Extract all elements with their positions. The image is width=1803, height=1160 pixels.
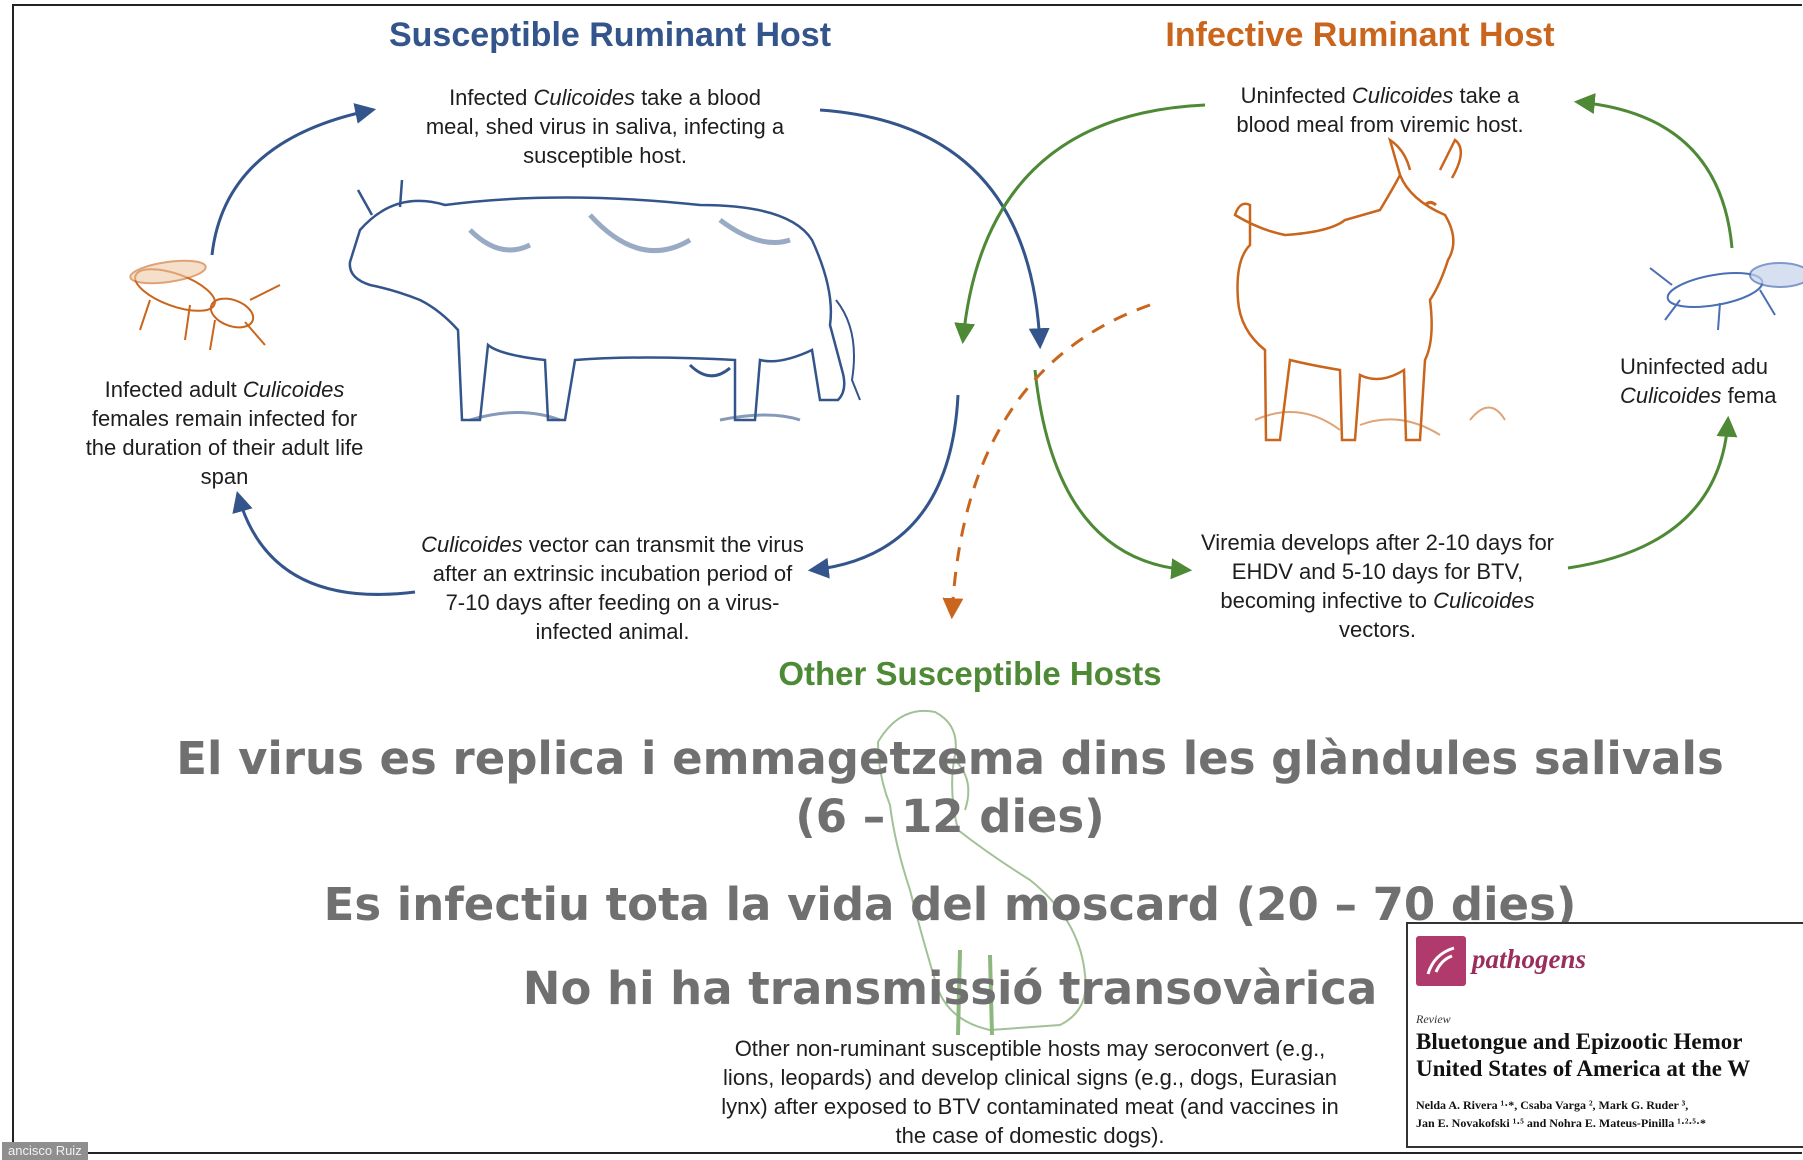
paper-title: Bluetongue and Epizootic Hemor United St…	[1416, 1029, 1751, 1081]
article-type: Review	[1416, 1012, 1451, 1026]
arrow-cow-to-center	[819, 108, 1050, 350]
overlay-line-transovarial: No hi ha transmissió transovàrica	[522, 962, 1378, 1015]
journal-name: pathogens	[1472, 944, 1587, 974]
arrow-center-to-viremia	[1033, 369, 1193, 580]
overlay-line-lifelong: Es infectiu tota la vida del moscard (20…	[323, 878, 1577, 931]
paper-reference-card: pathogens Review Bluetongue and Epizooti…	[1406, 922, 1803, 1148]
caption-uninfected-blood-meal: Uninfected Culicoides take a blood meal …	[1236, 83, 1524, 137]
caption-infected-blood-meal: Infected Culicoides take a blood meal, s…	[425, 85, 785, 168]
arrow-caption-to-fly	[232, 490, 416, 596]
caption-viremia: Viremia develops after 2-10 days for EHD…	[1201, 530, 1554, 642]
infective-host-title: Infective Ruminant Host	[1165, 16, 1555, 54]
caption-other-hosts: Other non-ruminant susceptible hosts may…	[721, 1036, 1339, 1148]
arrow-top-to-center-green	[954, 103, 1206, 345]
cow-illustration	[348, 179, 861, 422]
uninfected-culicoides-illustration	[1649, 262, 1803, 331]
dog-illustration	[876, 709, 1087, 1036]
paper-authors: Nelda A. Rivera ¹·*, Csaba Varga ², Mark…	[1416, 1098, 1707, 1130]
pathogens-logo-icon	[1416, 936, 1466, 986]
speaker-name-label: ancisco Ruiz	[2, 1142, 88, 1160]
caption-infected-adult: Infected adult Culicoides females remain…	[85, 377, 364, 489]
arrow-fly-to-cow	[210, 103, 377, 256]
arrow-center-to-vector-caption	[807, 394, 960, 579]
susceptible-host-title: Susceptible Ruminant Host	[388, 16, 832, 54]
overlay-line-replication: El virus es replica i emmagetzema dins l…	[176, 732, 1724, 843]
deer-illustration	[1233, 137, 1506, 442]
infected-culicoides-illustration	[129, 259, 281, 351]
caption-extrinsic-incubation: Culicoides vector can transmit the virus…	[421, 532, 804, 644]
other-hosts-title: Other Susceptible Hosts	[778, 655, 1162, 692]
arrow-viremia-to-fly	[1567, 415, 1738, 570]
arrow-to-other-hosts	[942, 303, 1151, 620]
arrow-fly-to-top	[1573, 93, 1734, 249]
